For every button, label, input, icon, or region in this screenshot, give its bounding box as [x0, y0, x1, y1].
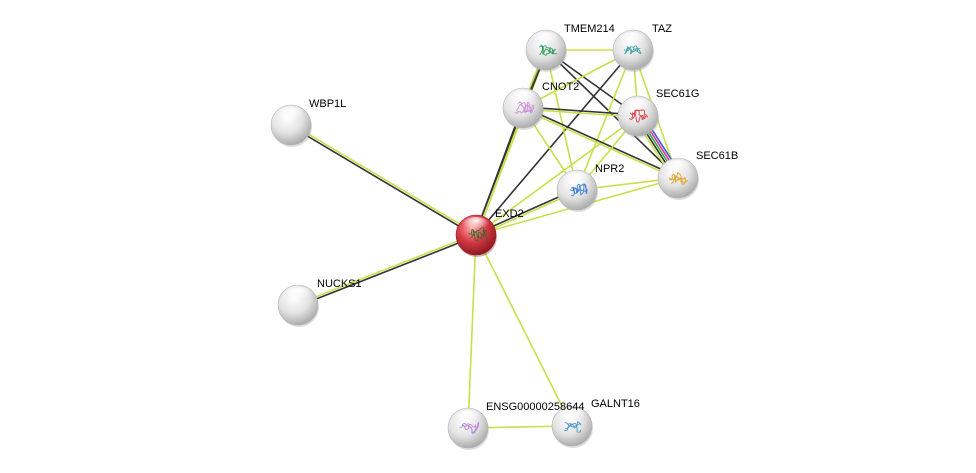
- node-gloss: [531, 32, 561, 50]
- edge-evidence-line: [576, 49, 634, 191]
- edge-evidence-line: [523, 106, 679, 178]
- edge-evidence-line: [475, 115, 639, 236]
- edge-exd2-ensg00000258644[interactable]: [467, 234, 477, 429]
- edge-evidence-line: [475, 49, 634, 236]
- edge-tmem214-sec61b[interactable]: [545, 49, 679, 179]
- node-sec61g[interactable]: [617, 95, 659, 138]
- node-label-ensg00000258644: ENSG00000258644: [486, 401, 584, 413]
- edge-evidence-line: [467, 234, 477, 429]
- edge-exd2-wbp1l[interactable]: [290, 123, 477, 237]
- edge-evidence-line: [298, 235, 477, 307]
- edge-evidence-line: [522, 49, 634, 109]
- edge-taz-cnot2[interactable]: [522, 49, 634, 109]
- edge-evidence-line: [545, 49, 578, 191]
- node-gloss: [453, 410, 483, 428]
- node-wbp1l[interactable]: [270, 104, 312, 147]
- node-ensg00000258644[interactable]: [447, 407, 489, 450]
- node-gloss: [623, 98, 653, 116]
- edge-exd2-nucks1[interactable]: [297, 233, 477, 307]
- node-gloss: [508, 90, 538, 108]
- edge-exd2-taz[interactable]: [475, 49, 634, 236]
- node-label-wbp1l: WBP1L: [309, 98, 346, 110]
- node-nucks1[interactable]: [277, 284, 319, 327]
- node-label-cnot2: CNOT2: [542, 81, 579, 93]
- edge-exd2-cnot2[interactable]: [474, 107, 525, 236]
- edge-exd2-galnt16[interactable]: [475, 234, 573, 427]
- edge-evidence-line: [291, 123, 477, 235]
- edge-evidence-line: [297, 233, 476, 305]
- node-label-tmem214: TMEM214: [564, 23, 615, 35]
- node-label-exd2: EXD2: [495, 208, 524, 220]
- node-label-npr2: NPR2: [595, 163, 624, 175]
- edge-evidence-line: [475, 234, 573, 427]
- node-label-taz: TAZ: [652, 23, 672, 35]
- edge-evidence-line: [290, 125, 476, 237]
- edge-evidence-line: [545, 49, 679, 179]
- node-gloss: [461, 217, 491, 235]
- node-npr2[interactable]: [556, 169, 598, 212]
- node-galnt16[interactable]: [551, 405, 593, 448]
- node-label-galnt16: GALNT16: [591, 398, 640, 410]
- node-taz[interactable]: [612, 29, 654, 72]
- node-gloss: [276, 107, 306, 125]
- node-cnot2[interactable]: [502, 87, 544, 130]
- node-gloss: [562, 172, 592, 190]
- node-label-sec61b: SEC61B: [696, 150, 738, 162]
- edge-evidence-line: [476, 108, 525, 236]
- node-gloss: [618, 32, 648, 50]
- edge-tmem214-npr2[interactable]: [545, 49, 578, 191]
- edge-exd2-sec61g[interactable]: [475, 115, 639, 236]
- node-gloss: [283, 287, 313, 305]
- node-label-sec61g: SEC61G: [656, 88, 699, 100]
- node-exd2[interactable]: [455, 214, 497, 257]
- edge-cnot2-sec61b[interactable]: [522, 106, 679, 180]
- node-sec61b[interactable]: [657, 157, 699, 200]
- edge-evidence-line: [474, 107, 523, 235]
- edge-taz-npr2[interactable]: [576, 49, 634, 191]
- node-tmem214[interactable]: [525, 29, 567, 72]
- node-gloss: [663, 160, 693, 178]
- node-label-nucks1: NUCKS1: [317, 278, 362, 290]
- edge-evidence-line: [522, 108, 678, 180]
- node-gloss: [557, 408, 587, 426]
